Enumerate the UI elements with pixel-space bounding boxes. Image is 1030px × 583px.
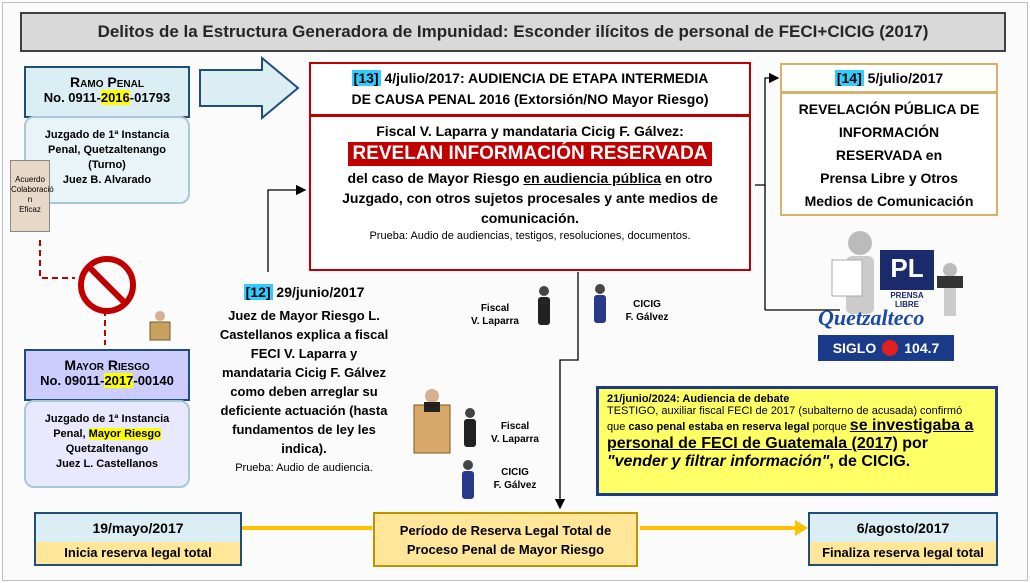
fiscal-figure-mid <box>464 408 476 447</box>
ramo-penal-box: Ramo Penal No. 0911-2016-01793 <box>24 66 190 118</box>
event13-tag: [13] <box>351 70 381 86</box>
timeline-start-box: 19/mayo/2017 Inicia reserva legal total <box>34 512 242 566</box>
mayor-riesgo-heading: Mayor Riesgo <box>64 357 150 373</box>
judge-bench-icon <box>413 389 451 454</box>
prensa-libre-logo: PL <box>880 250 934 290</box>
timeline-end-box: 6/agosto/2017 Finaliza reserva legal tot… <box>808 512 998 566</box>
page-title: Delitos de la Estructura Generadora de I… <box>20 12 1006 52</box>
event14-body: REVELACIÓN PÚBLICA DE INFORMACIÓN RESERV… <box>780 92 998 216</box>
connector-13-to-14 <box>755 72 780 186</box>
event13-reveal-banner: REVELAN INFORMACIÓN RESERVADA <box>348 142 712 166</box>
mayor-riesgo-court-card: Juzgado de 1ª Instancia Penal, Mayor Rie… <box>24 400 190 488</box>
ramo-penal-court-card: Juzgado de 1ª Instancia Penal, Quetzalte… <box>24 116 190 204</box>
event13-detail: del caso de Mayor Riesgo en audiencia pú… <box>342 170 718 226</box>
event14-header: [14] 5/julio/2017 <box>780 63 998 93</box>
event12-block: [12] 29/junio/2017 Juez de Mayor Riesgo … <box>204 284 404 474</box>
event12-body: Juez de Mayor Riesgo L.Castellanos expli… <box>219 308 389 456</box>
connector-12-to-13 <box>267 184 307 272</box>
testimony-line1: TESTIGO, auxiliar fiscal FECI de 2017 (s… <box>607 405 963 417</box>
prohibition-icon <box>78 256 136 314</box>
event14-tag: [14] <box>834 70 864 86</box>
testimony-box: 21/junio/2024: Audiencia de debate TESTI… <box>596 386 998 496</box>
timeline-start-label: Inicia reserva legal total <box>36 542 240 564</box>
camera-operator-icon <box>937 263 963 316</box>
timeline-start-date: 19/mayo/2017 <box>92 520 184 536</box>
cicig-figure-mid <box>462 460 474 499</box>
ramo-penal-case-number: No. 0911-2016-01793 <box>43 90 171 105</box>
timeline-period-box: Período de Reserva Legal Total de Proces… <box>373 512 638 567</box>
fiscal-figure-top <box>538 286 550 325</box>
judge-icon-top <box>149 311 171 341</box>
testimony-line3: personal de FECI de Guatemala (2017) por <box>607 435 928 452</box>
testimony-line2: que caso penal estaba en reserva legal p… <box>607 417 974 434</box>
timeline-end-label: Finaliza reserva legal total <box>810 542 996 564</box>
timeline-end-date: 6/agosto/2017 <box>856 520 950 536</box>
connector-13-to-period <box>554 272 579 510</box>
event12-proof: Prueba: Audio de audiencia. <box>235 462 373 474</box>
event13-proof: Prueba: Audio de audiencias, testigos, r… <box>369 230 691 242</box>
big-right-arrow <box>199 55 300 121</box>
event12-header: [12] 29/junio/2017 <box>243 284 365 300</box>
testimony-heading: 21/junio/2024: Audiencia de debate <box>607 393 790 405</box>
mayor-riesgo-case-number: No. 09011-2017-00140 <box>40 373 174 388</box>
testimony-line4: "vender y filtrar información", de CICIG… <box>607 453 911 470</box>
prensa-libre-text: PRENSA LIBRE <box>890 291 924 309</box>
mayor-riesgo-box: Mayor Riesgo No. 09011-2017-00140 <box>24 349 190 401</box>
ramo-penal-heading: Ramo Penal <box>70 74 144 90</box>
event13-header: [13] 4/julio/2017: AUDIENCIA DE ETAPA IN… <box>309 62 751 116</box>
event13-actors: Fiscal V. Laparra y mandataria Cicig F. … <box>376 123 684 139</box>
dashed-link-cases <box>39 240 75 279</box>
presenter-figure-icon <box>831 231 874 314</box>
cicig-figure-top <box>594 284 606 323</box>
event13-body: Fiscal V. Laparra y mandataria Cicig F. … <box>309 115 751 271</box>
quetzalteco-logo: Quetzalteco <box>818 305 925 330</box>
event12-tag: [12] <box>243 284 273 300</box>
